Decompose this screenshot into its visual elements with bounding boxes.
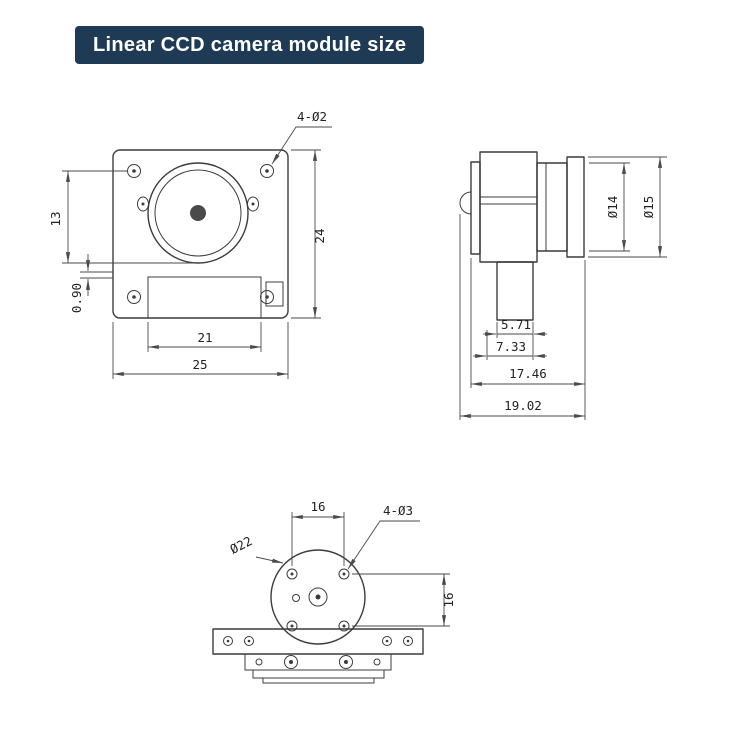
- side-view: Ø14 Ø15 5.71 7.33 17: [459, 151, 667, 420]
- dim-pcb-gap: 0.90: [69, 254, 113, 313]
- dim-boss-diameter-callout: Ø22: [227, 533, 284, 564]
- dim-boss-diameter-label: Ø22: [227, 533, 254, 557]
- dim-module-depth-label: 17.46: [509, 366, 547, 381]
- sensor-dome: [459, 191, 472, 215]
- lens-front-ring: [566, 156, 585, 258]
- front-view: 4-Ø2 13 0.90 21 25: [48, 109, 332, 379]
- dim-hole-spacing-vertical: 16: [352, 573, 456, 627]
- dim-barrel-diameter: Ø14: [589, 162, 630, 252]
- dim-connector-depth-label: 5.71: [501, 317, 531, 332]
- pin-hole: [292, 594, 300, 602]
- dim-total-depth: 19.02: [459, 214, 585, 420]
- side-mount-slots: [137, 196, 259, 212]
- bottom-view-part: [212, 549, 424, 684]
- dim-hole-to-lens: 13: [48, 170, 193, 264]
- lens-barrel-side: [536, 162, 568, 252]
- dim-body-height-label: 24: [312, 228, 327, 243]
- dim-front-ring-diameter: Ø15: [588, 156, 667, 258]
- dim-front-ring-diameter-label: Ø15: [641, 196, 656, 219]
- dim-hole-spacing-horizontal: 16: [291, 499, 345, 566]
- clamp-screws: [255, 655, 381, 669]
- mount-boss-circle: [270, 549, 366, 645]
- dim-hole-spacing-vertical-label: 16: [441, 592, 456, 607]
- dim-hole-spacing-horizontal-label: 16: [310, 499, 325, 514]
- dim-step-depth: 7.33: [473, 330, 547, 360]
- module-body-side: [479, 151, 538, 263]
- base-strip-lower: [262, 677, 375, 684]
- center-hole: [308, 587, 328, 607]
- dim-total-depth-label: 19.02: [504, 398, 542, 413]
- clamp-bar: [244, 653, 392, 671]
- connector-side: [496, 261, 534, 321]
- bracket-plate-holes: [223, 636, 413, 646]
- dim-body-height: 24: [291, 149, 327, 319]
- dim-step-depth-label: 7.33: [496, 339, 526, 354]
- dim-connector-width: 21: [147, 322, 262, 352]
- dim-connector-depth: 5.71: [483, 317, 547, 338]
- dim-pcb-gap-label: 0.90: [69, 283, 84, 313]
- base-strip: [252, 669, 385, 679]
- dim-body-width-label: 25: [192, 357, 207, 372]
- lens-barrel-front: [147, 162, 249, 264]
- small-component: [265, 281, 284, 307]
- title-badge: Linear CCD camera module size: [75, 26, 425, 64]
- mount-holes: [286, 568, 350, 632]
- dim-hole-to-lens-label: 13: [48, 211, 63, 226]
- dim-mount-holes-label: 4-Ø3: [383, 503, 413, 518]
- dim-barrel-diameter-label: Ø14: [605, 196, 620, 219]
- dim-mount-holes-callout: 4-Ø3: [347, 503, 420, 570]
- pcb-edge: [470, 161, 481, 255]
- dim-connector-width-label: 21: [197, 330, 212, 345]
- bottom-view: 16 4-Ø3 Ø22 16: [212, 499, 456, 684]
- connector-block: [147, 276, 262, 319]
- front-view-part: [112, 149, 289, 319]
- corner-screw-holes: [127, 164, 274, 304]
- dim-corner-holes-callout: 4-Ø2: [271, 109, 332, 165]
- dim-module-depth: 17.46: [470, 258, 586, 420]
- dim-corner-holes-label: 4-Ø2: [297, 109, 327, 124]
- dim-body-width: 25: [112, 322, 289, 379]
- side-view-part: [459, 151, 585, 321]
